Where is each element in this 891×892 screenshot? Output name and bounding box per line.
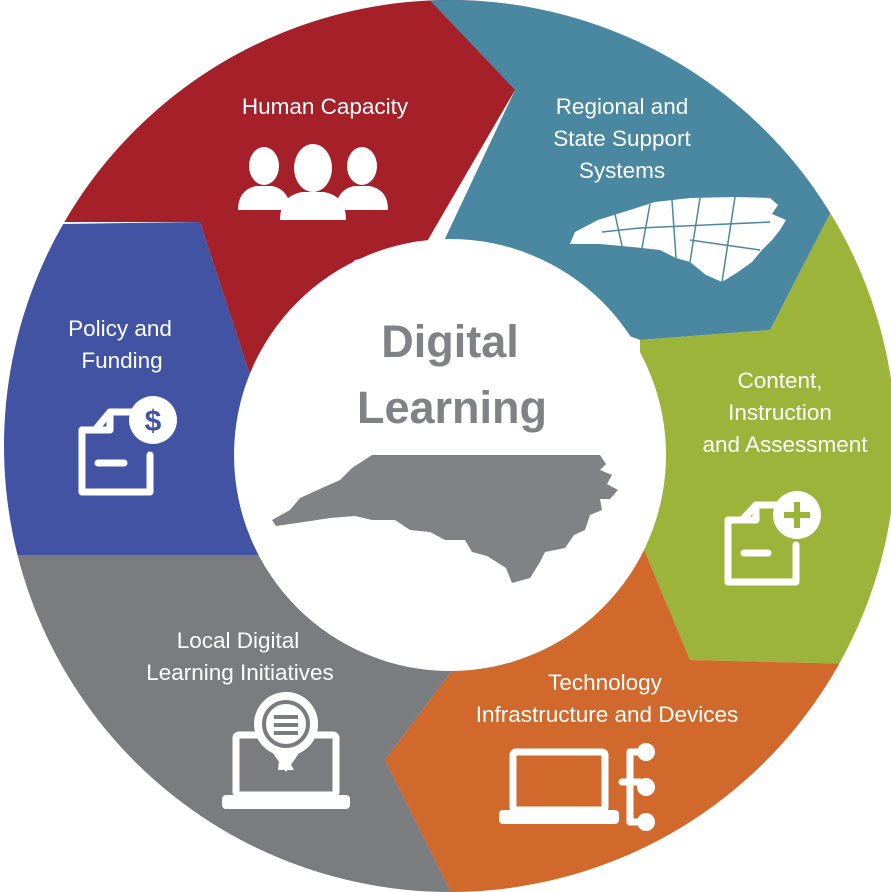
dollar-symbol: $	[145, 405, 162, 438]
center-title-line2: Learning	[357, 382, 547, 433]
center-nc-map	[272, 455, 618, 583]
label-content-line2: Instruction	[728, 400, 832, 425]
nc-counties-map-icon	[570, 196, 786, 283]
label-regional-line1: Regional and	[556, 94, 689, 119]
label-regional-line3: Systems	[579, 158, 665, 183]
label-technology-line2: Infrastructure and Devices	[476, 702, 739, 727]
laptop-network-icon	[499, 743, 655, 831]
label-local-line1: Local Digital	[177, 628, 300, 653]
document-dollar-icon: $	[78, 396, 177, 496]
people-group-icon	[238, 144, 388, 220]
label-local-line2: Learning Initiatives	[146, 660, 334, 685]
document-plus-icon	[724, 491, 821, 586]
label-policy-line1: Policy and	[68, 316, 172, 341]
label-human-capacity: Human Capacity	[242, 94, 409, 119]
label-regional-line2: State Support	[553, 126, 691, 151]
label-content-line1: Content,	[737, 368, 822, 393]
segment-content	[640, 190, 891, 665]
segment-policy	[4, 222, 260, 555]
center-title-line1: Digital	[381, 316, 519, 367]
label-content-line3: and Assessment	[702, 432, 868, 457]
laptop-location-icon	[222, 692, 350, 809]
label-policy-line2: Funding	[81, 348, 162, 373]
label-technology-line1: Technology	[548, 670, 663, 695]
